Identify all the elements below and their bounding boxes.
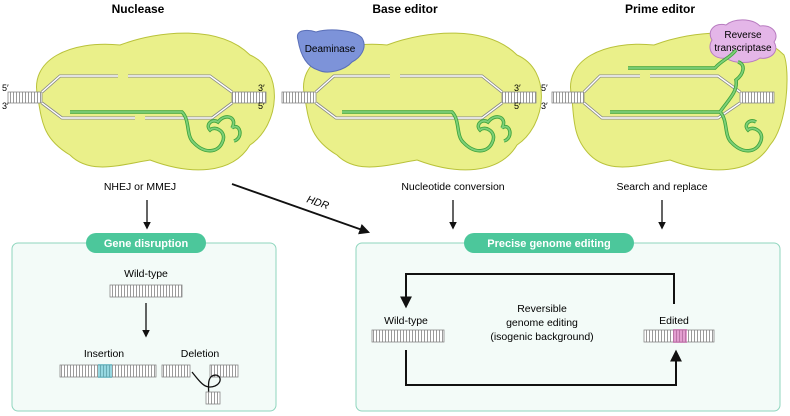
- center-line1: Reversible: [517, 303, 567, 315]
- deaminase-label: Deaminase: [305, 44, 356, 55]
- hdr-label: HDR: [305, 193, 331, 212]
- five-prime-label: 5′: [541, 83, 548, 93]
- gd-wildtype-label: Wild-type: [124, 268, 168, 280]
- deletion-loop: [191, 371, 221, 398]
- hdr-arrow: [231, 183, 371, 235]
- five-prime-label: 5′: [258, 101, 265, 111]
- gene-disruption-pill: [86, 233, 206, 253]
- guide-rna-fill: [342, 111, 511, 152]
- gene-disruption-title: Gene disruption: [104, 238, 189, 250]
- dna-left-stub: [7, 91, 43, 104]
- nuclease-protein-blob: [36, 32, 275, 171]
- top-strand-inner: [41, 75, 233, 93]
- prime-editor-caption: Search and replace: [616, 181, 707, 193]
- dna-right-stub: [231, 91, 267, 104]
- deletion-dna-left: [161, 364, 191, 378]
- bottom-strand-inner: [41, 102, 233, 119]
- insertion-label: Insertion: [84, 348, 124, 360]
- dna-right-stub: [501, 91, 537, 104]
- top-strand-inner: [315, 75, 503, 93]
- top-strand-inner: [583, 75, 741, 93]
- forward-cycle-arrow: [400, 273, 675, 309]
- nuclease-complex: 5′ 3′ 3′ 5′: [2, 32, 275, 171]
- insertion-mark: [98, 364, 112, 378]
- prime-editor-title: Prime editor: [625, 2, 695, 16]
- pe-wildtype-label: Wild-type: [384, 315, 428, 327]
- deletion-fragment: [205, 391, 221, 405]
- center-line2: genome editing: [506, 317, 578, 329]
- pegrna-fill: [610, 61, 763, 152]
- five-prime-label: 5′: [514, 101, 521, 111]
- rt-label-line1: Reverse: [724, 30, 762, 41]
- base-editor-protein-blob: [303, 32, 542, 171]
- guide-rna-fill: [70, 111, 241, 152]
- center-line3: (isogenic background): [490, 331, 593, 343]
- prime-editor-complex: Reverse transcriptase 5′ 3′: [541, 19, 788, 171]
- bottom-strand-inner: [315, 102, 503, 119]
- rt-label-line2: transcriptase: [714, 43, 772, 54]
- three-prime-label: 3′: [514, 83, 521, 93]
- deaminase-enzyme: [296, 29, 365, 73]
- base-editor-complex: Deaminase 3′ 5′: [281, 29, 542, 171]
- five-prime-label: 5′: [2, 83, 9, 93]
- bottom-strand-inner: [583, 102, 741, 119]
- prime-editor-protein-blob: [570, 32, 788, 171]
- reverse-transcriptase-enzyme: [709, 19, 777, 63]
- three-prime-label: 3′: [541, 101, 548, 111]
- deletion-label: Deletion: [181, 348, 220, 360]
- dna-right-stub: [739, 91, 775, 104]
- dna-left-stub: [551, 91, 585, 104]
- precise-editing-title: Precise genome editing: [487, 238, 610, 250]
- nuclease-title: Nuclease: [112, 2, 165, 16]
- base-editor-caption: Nucleotide conversion: [401, 181, 504, 193]
- dna-left-stub: [281, 91, 317, 104]
- base-editor-title: Base editor: [372, 2, 438, 16]
- three-prime-label: 3′: [2, 101, 9, 111]
- pegrna-top-fill: [628, 49, 737, 69]
- three-prime-label: 3′: [258, 83, 265, 93]
- edited-mark: [673, 329, 687, 343]
- deletion-dna-right: [209, 364, 239, 378]
- gd-wildtype-dna: [109, 284, 183, 298]
- pe-wildtype-dna: [371, 329, 445, 343]
- precise-editing-pill: [464, 233, 634, 253]
- pe-edited-label: Edited: [659, 315, 689, 327]
- return-cycle-arrow: [405, 349, 682, 386]
- nuclease-caption: NHEJ or MMEJ: [104, 181, 176, 193]
